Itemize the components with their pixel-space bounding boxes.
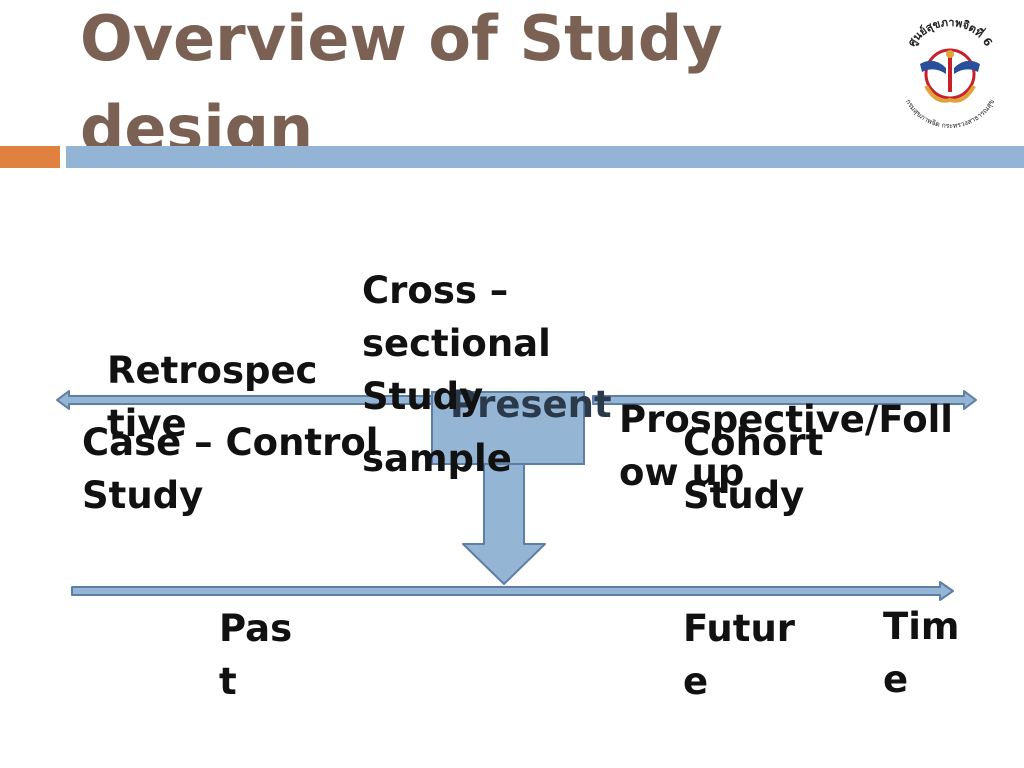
- time-label: Time: [883, 605, 960, 701]
- time-axis-arrow: [71, 581, 954, 601]
- present-box: [431, 391, 585, 465]
- retrospective-label: Retrospective: [107, 349, 318, 445]
- future-label: Future: [683, 607, 796, 703]
- department-logo: ศูนย์สุขภาพจิตที่ 6 กรมสุขภาพจิต กระทรวง…: [904, 16, 996, 130]
- prospective-arrow: [592, 390, 977, 410]
- title-accent-bar-orange: [0, 146, 60, 168]
- present-down-arrow: [462, 463, 546, 585]
- sample-label: sample: [362, 437, 512, 480]
- cross-sectional-label: Cross – sectional Study: [362, 269, 551, 418]
- prospective-label: Prospective/Follow up: [619, 398, 953, 494]
- slide-title: Overview of Study design: [80, 2, 723, 165]
- cohort-label: Cohort Study: [683, 421, 824, 517]
- logo-emblem-icon: [920, 48, 980, 103]
- title-accent-bar-blue: [66, 146, 1024, 168]
- past-label: Past: [219, 607, 293, 703]
- case-control-label: Case – Control Study: [82, 421, 379, 517]
- present-label: Present: [450, 383, 612, 426]
